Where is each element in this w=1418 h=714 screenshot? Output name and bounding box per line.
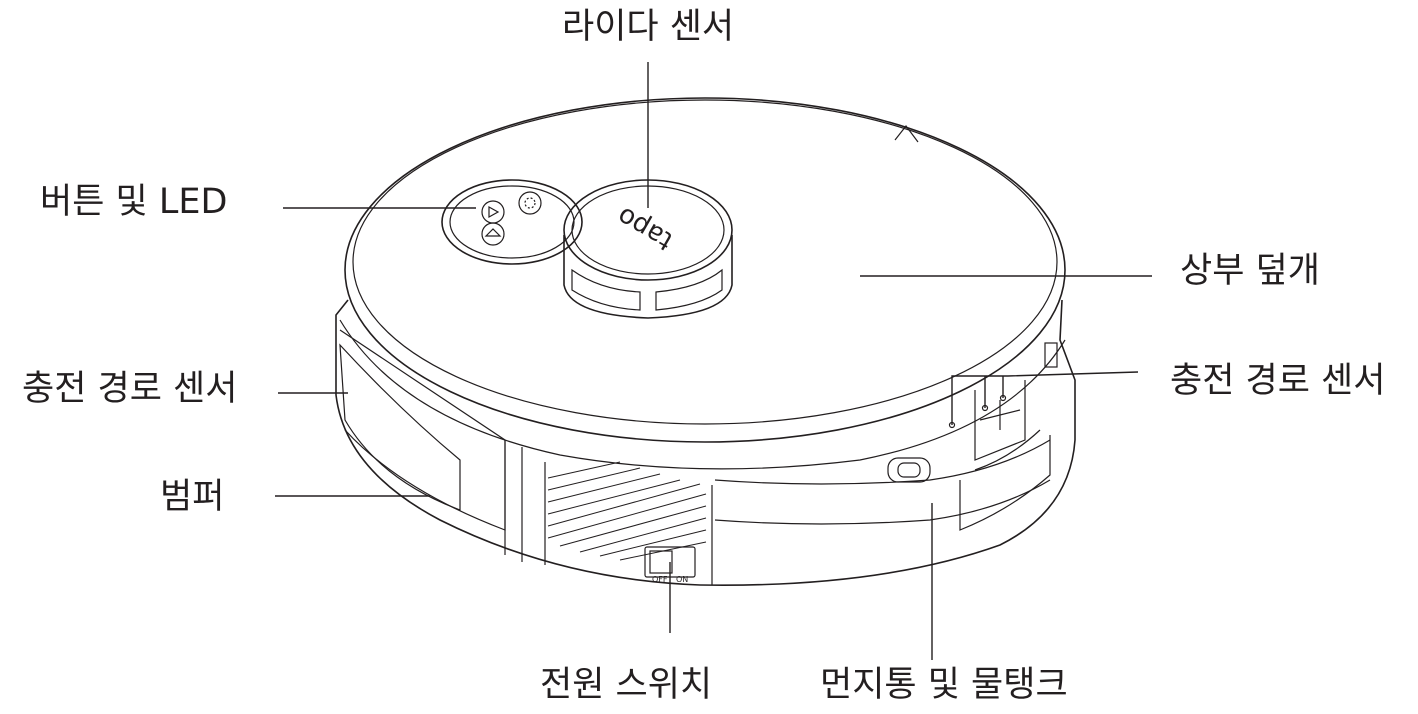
vent-panel-outline — [544, 462, 713, 585]
top-disk-inner — [352, 99, 1058, 425]
label-power-switch: 전원 스위치 — [540, 665, 713, 705]
switch-on-label: ON — [676, 575, 688, 584]
label-top-cover: 상부 덮개 — [1180, 251, 1320, 291]
device-logo: tapo — [612, 200, 678, 255]
rim-lower-edge — [339, 319, 1066, 470]
top-disk-outer — [344, 97, 1066, 443]
vent-grille — [547, 461, 707, 561]
front-notch — [894, 125, 919, 143]
label-bumper: 범퍼 — [160, 477, 225, 517]
left-side-window — [339, 343, 461, 511]
button-panel — [441, 179, 583, 265]
left-side-panel — [339, 329, 506, 531]
dustbin — [714, 429, 1051, 531]
label-dustbin-tank: 먼지통 및 물탱크 — [820, 665, 1068, 705]
label-buttons-led: 버튼 및 LED — [40, 182, 228, 222]
label-lidar-sensor: 라이다 센서 — [562, 7, 735, 47]
label-dock-sensor-left: 충전 경로 센서 — [22, 369, 238, 409]
right-dock-area — [948, 342, 1058, 461]
switch-off-label: OFF — [652, 575, 668, 584]
leader-dock-right — [951, 371, 1139, 425]
base-outline — [335, 299, 1076, 586]
label-dock-sensor-right: 충전 경로 센서 — [1170, 361, 1386, 401]
